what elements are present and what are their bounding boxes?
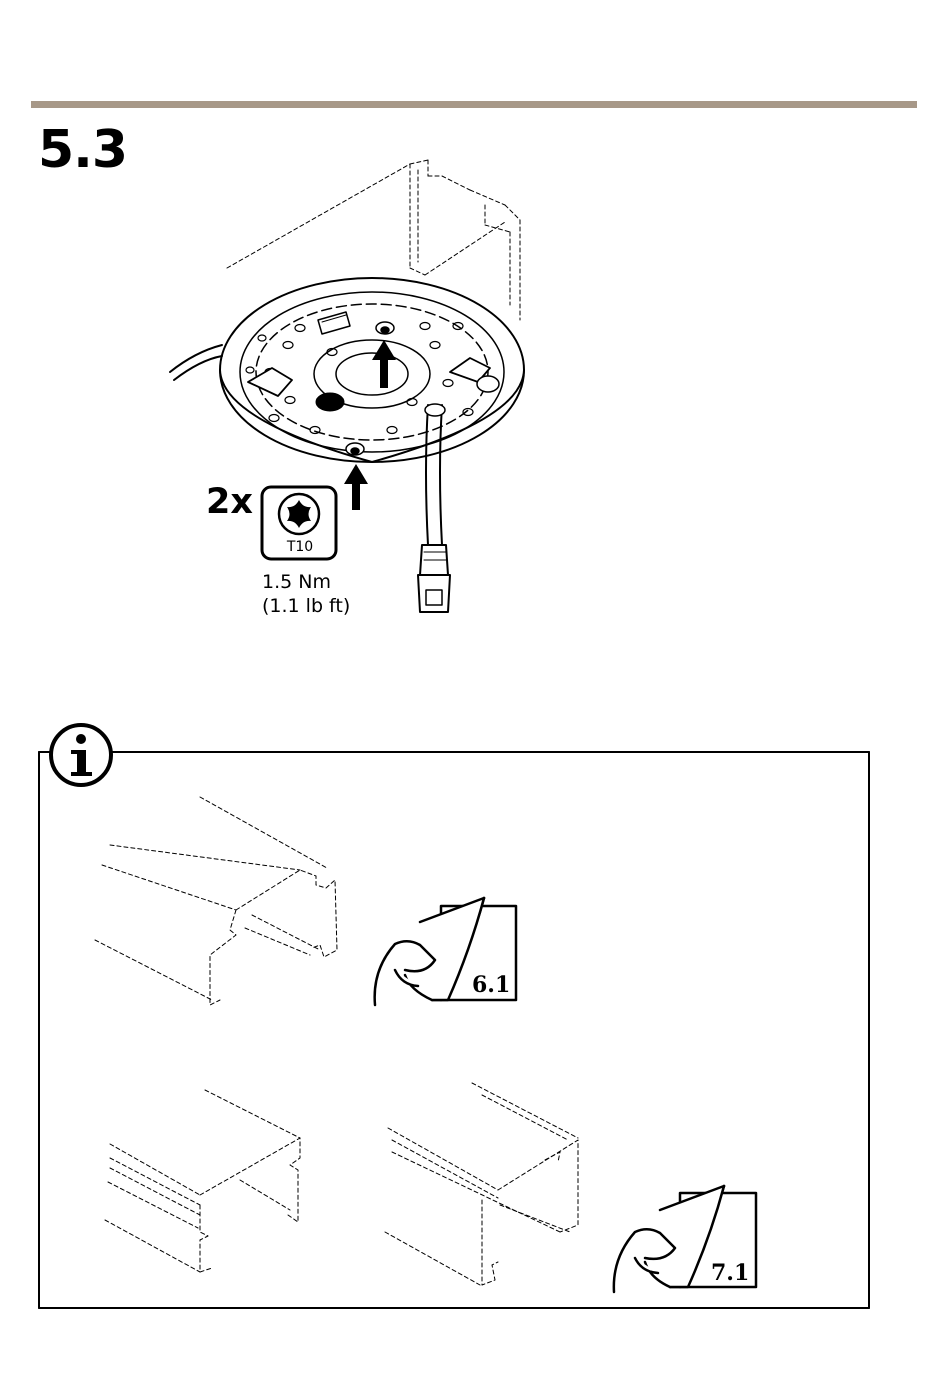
torque-imperial: (1.1 lb ft) (262, 594, 350, 618)
power-cable (170, 345, 222, 380)
page-ref-label: 7.1 (711, 1262, 749, 1284)
screw-count: 2x (206, 485, 253, 520)
rail-variant-1 (95, 797, 337, 1005)
page-ref-label: 6.1 (472, 974, 510, 996)
torque-metric: 1.5 Nm (262, 570, 350, 594)
rail-variant-2 (105, 1090, 300, 1272)
mounting-plate (220, 278, 524, 462)
info-icon (51, 725, 111, 785)
rail-variant-3 (385, 1083, 578, 1285)
torque-spec: 1.5 Nm (1.1 lb ft) (262, 570, 350, 618)
bit-size-label: T10 (263, 540, 337, 554)
arrow-up-icon (344, 464, 368, 510)
